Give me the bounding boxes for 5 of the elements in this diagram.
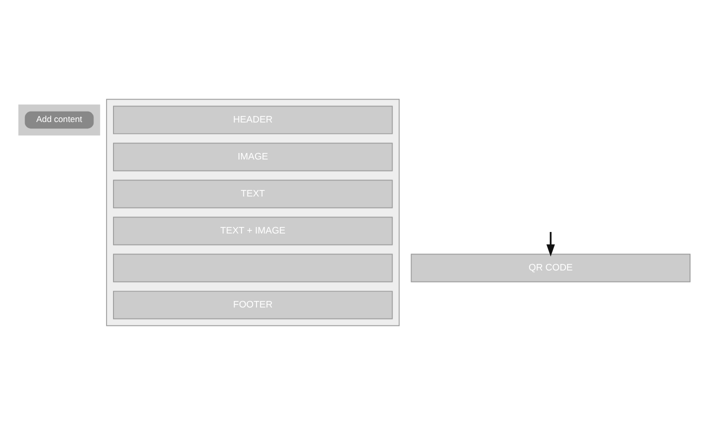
node-box: Add content xyxy=(24,111,94,129)
cluster xyxy=(106,98,400,326)
arrow xyxy=(546,232,555,256)
cluster xyxy=(18,104,100,136)
node-box xyxy=(113,254,393,282)
